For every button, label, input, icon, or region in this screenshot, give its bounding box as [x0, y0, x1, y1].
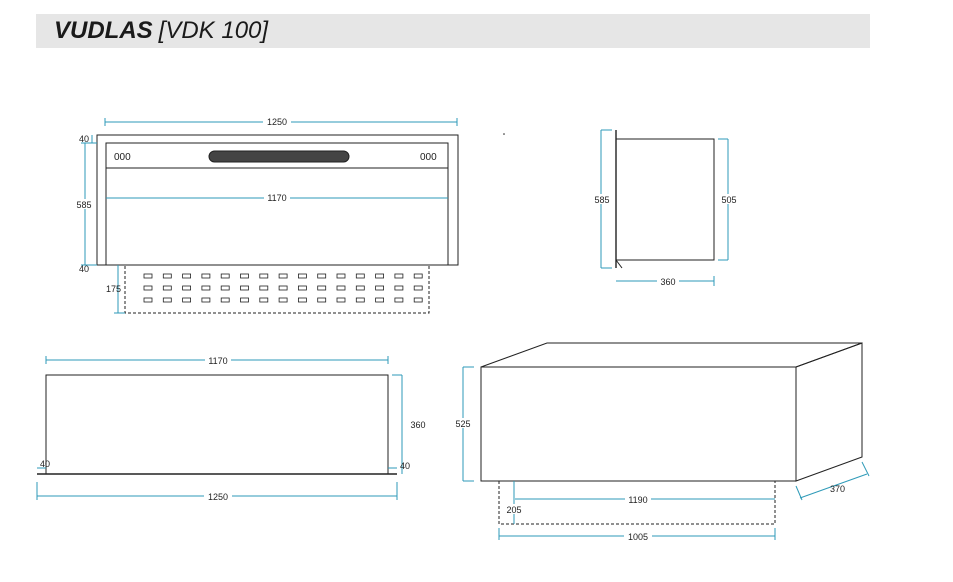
vent-slot	[297, 285, 307, 291]
product-code: [VDK 100]	[158, 17, 269, 44]
vent-slot	[355, 297, 365, 303]
vent-slot	[317, 273, 327, 279]
vent-slot	[413, 285, 423, 291]
vent-slot	[394, 273, 404, 279]
iso-recess-box	[498, 480, 776, 525]
vent-slot	[375, 285, 385, 291]
vent-slot	[336, 297, 346, 303]
vent-slot	[259, 273, 269, 279]
dim-label-top-right: 40	[400, 461, 410, 471]
vent-slot	[143, 273, 153, 279]
dim-label-side-depth: 360	[660, 277, 675, 287]
dim-label-top-depth: 360	[410, 420, 425, 430]
vent-slot	[143, 297, 153, 303]
recess-box	[124, 264, 430, 314]
dim-label-iso-width: 1190	[628, 495, 647, 505]
vent-slot	[375, 273, 385, 279]
vent-slot	[220, 273, 230, 279]
vent-slot	[336, 285, 346, 291]
vent-slot	[413, 273, 423, 279]
dim-label-box-depth: 175	[106, 284, 121, 294]
iso-front-face	[480, 366, 797, 482]
vent-slot	[259, 285, 269, 291]
vent-slot	[317, 285, 327, 291]
vent-slot	[240, 285, 249, 291]
vent-slot	[162, 297, 172, 303]
dim-label-front-width: 1250	[267, 117, 287, 127]
vent-slot	[297, 297, 307, 303]
dim-label-iso-height: 525	[455, 419, 470, 429]
dim-label-side-outer-height: 585	[594, 195, 609, 205]
vent-slot	[201, 297, 211, 303]
product-title: VUDLAS[VDK 100]	[54, 17, 268, 45]
dim-label-bottom-frame: 40	[79, 264, 89, 274]
dim-label-top-left: 40	[40, 459, 50, 469]
right-indicator: 000	[420, 152, 437, 163]
vent-slot	[182, 285, 192, 291]
vent-slot	[355, 285, 365, 291]
vent-slot	[162, 273, 172, 279]
vent-slot	[394, 297, 404, 303]
dim-label-iso-recess: 205	[506, 505, 521, 515]
left-indicator: 000	[114, 152, 131, 163]
vent-slot	[278, 285, 288, 291]
flame-grille	[208, 150, 350, 163]
vent-slot	[394, 285, 404, 291]
vent-slot	[355, 273, 365, 279]
iso-side-face	[795, 342, 863, 482]
product-name: VUDLAS	[54, 17, 153, 44]
vent-slot	[375, 297, 385, 303]
vent-slot	[162, 285, 172, 291]
vent-slot	[240, 273, 249, 279]
dim-label-top-frame: 40	[79, 134, 89, 144]
side-view: 585 505 360	[503, 129, 739, 287]
iso-view: 525 1190 205 1005 370	[453, 342, 870, 542]
top-body	[45, 374, 389, 475]
dim-label-top-outer-width: 1250	[208, 492, 228, 502]
dim-label-front-height: 585	[76, 200, 91, 210]
vent-slot	[413, 297, 423, 303]
dim-label-side-inner-height: 505	[721, 195, 736, 205]
side-body	[615, 138, 715, 261]
vent-slots	[143, 273, 423, 303]
vent-slot	[143, 285, 153, 291]
vent-slot	[201, 273, 211, 279]
vent-slot	[336, 273, 346, 279]
dim-label-iso-recess-width: 1005	[628, 532, 648, 542]
vent-slot	[201, 285, 211, 291]
vent-slot	[259, 297, 269, 303]
dim-label-front-inner-width: 1170	[267, 193, 286, 203]
vent-slot	[297, 273, 307, 279]
vent-slot	[240, 297, 249, 303]
dim-label-iso-depth: 370	[830, 484, 845, 494]
vent-slot	[317, 297, 327, 303]
vent-slot	[182, 297, 192, 303]
header-bar: VUDLAS[VDK 100]	[36, 14, 870, 48]
vent-slot	[278, 273, 288, 279]
front-view: 000 000 1250 1170 585 40 40 175	[74, 116, 459, 314]
vent-slot	[220, 297, 230, 303]
dim-label-top-inner-width: 1170	[208, 356, 227, 366]
vent-slot	[182, 273, 192, 279]
vent-slot	[220, 285, 230, 291]
dim-line-iso-370	[799, 473, 868, 499]
vent-slot	[278, 297, 288, 303]
top-view: 1170 360 40 40 1250	[36, 355, 429, 502]
